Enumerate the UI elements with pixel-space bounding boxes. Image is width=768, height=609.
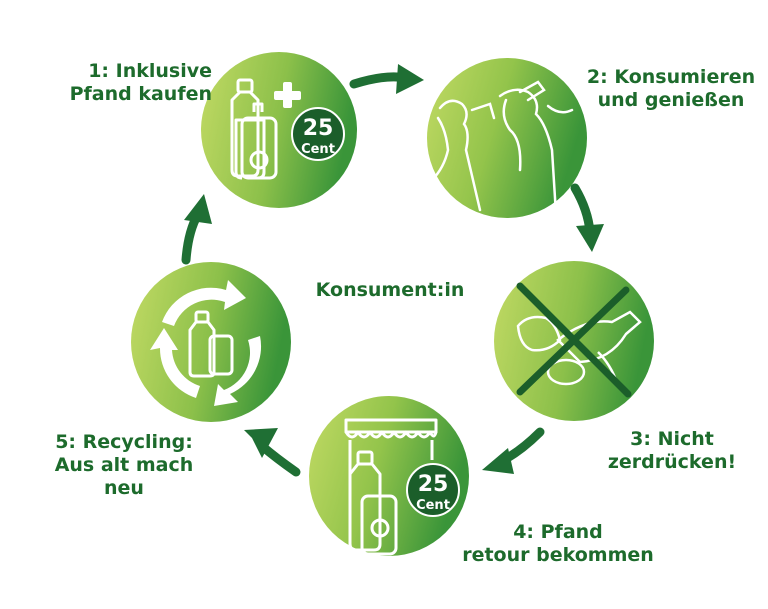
recycle-arrows-icon xyxy=(150,280,262,406)
cent-badge-1: 25 Cent xyxy=(291,107,345,161)
badge-unit-1: Cent xyxy=(301,142,335,157)
step2-circle xyxy=(427,58,587,218)
badge-amount-2: 25 xyxy=(418,472,449,497)
step2-line1: 2: Konsumieren xyxy=(586,66,756,88)
bottle-return-icon xyxy=(348,450,398,556)
step1-label: 1: Inklusive Pfand kaufen xyxy=(40,60,212,106)
arrow-3-to-4 xyxy=(482,427,545,474)
arrow-5-to-1 xyxy=(181,194,212,265)
badge-amount-1: 25 xyxy=(303,116,334,141)
step1-line1: 1: Inklusive xyxy=(88,60,212,82)
arrow-2-to-3 xyxy=(570,183,604,252)
cent-badge-2: 25 Cent xyxy=(406,463,460,517)
step5-line1: 5: Recycling: xyxy=(55,431,193,453)
step3-line2: zerdrücken! xyxy=(607,451,737,473)
badge-unit-2: Cent xyxy=(416,498,450,513)
cross-out-icon xyxy=(516,282,632,398)
step5-label: 5: Recycling: Aus alt mach neu xyxy=(32,431,216,500)
center-label: Konsument:in xyxy=(315,279,465,301)
recycle-bottles-icon xyxy=(188,310,234,378)
arrow-4-to-5 xyxy=(244,428,301,477)
step4-label: 4: Pfand retour bekommen xyxy=(448,521,668,567)
people-drinking-icon xyxy=(430,80,574,216)
crushed-bottles-icon xyxy=(516,310,642,387)
step3-line1: 3: Nicht xyxy=(630,428,714,450)
step4-line2: retour bekommen xyxy=(462,544,654,566)
bottle-plus-icon xyxy=(230,78,278,180)
step1-circle: 25 Cent xyxy=(201,52,357,208)
step1-line2: Pfand kaufen xyxy=(69,83,212,105)
plus-icon xyxy=(274,82,301,108)
arrow-1-to-2 xyxy=(349,64,424,94)
step4-line1: 4: Pfand xyxy=(513,521,603,543)
step2-label: 2: Konsumieren und genießen xyxy=(578,66,764,112)
step2-line2: und genießen xyxy=(597,89,745,111)
step5-circle xyxy=(131,262,291,422)
step3-label: 3: Nicht zerdrücken! xyxy=(604,428,740,474)
step4-circle: 25 Cent xyxy=(309,396,469,556)
step3-circle xyxy=(494,261,654,421)
step5-line2: Aus alt mach neu xyxy=(54,454,194,499)
